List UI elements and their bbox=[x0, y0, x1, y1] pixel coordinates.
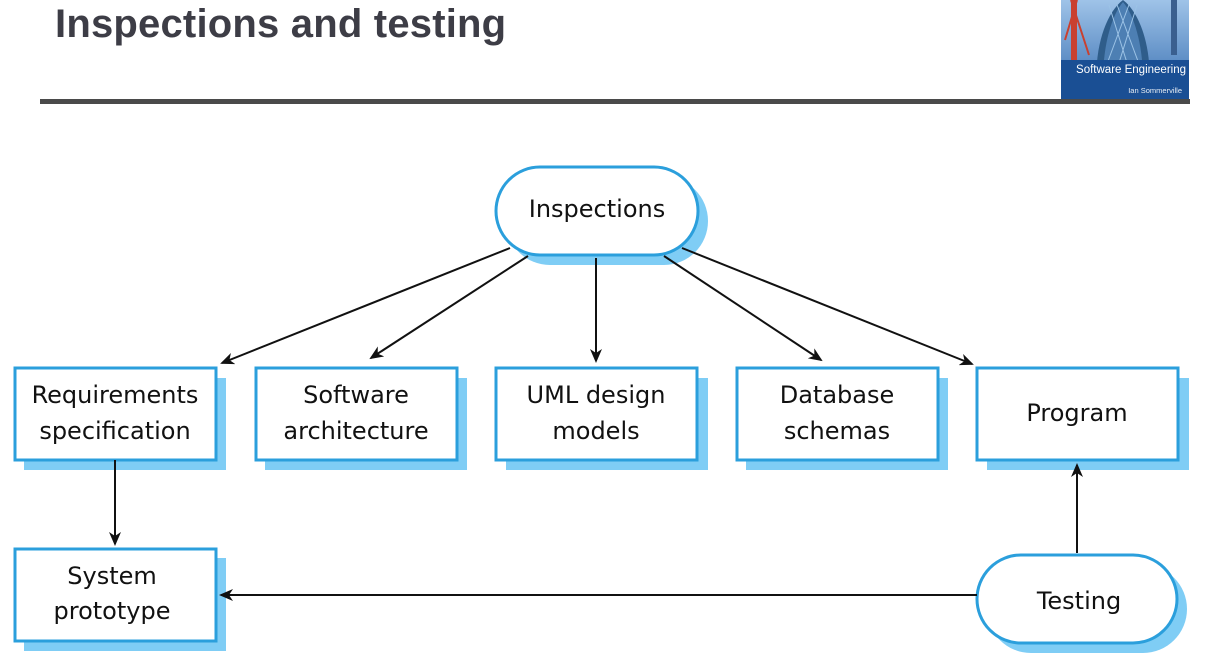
architecture-label-line2: architecture bbox=[283, 417, 428, 445]
arrow-inspections-to-architecture bbox=[369, 255, 529, 360]
book-title: Software Engineering bbox=[1076, 64, 1186, 76]
program-node: Program bbox=[975, 366, 1189, 470]
testing-label: Testing bbox=[1036, 587, 1121, 615]
arrow-inspections-to-requirements bbox=[220, 247, 511, 365]
inspections-label: Inspections bbox=[529, 195, 665, 223]
database-label-line2: schemas bbox=[784, 417, 890, 445]
book-author: Ian Sommerville bbox=[1128, 86, 1182, 95]
book-cover-image bbox=[1061, 0, 1189, 100]
program-label: Program bbox=[1026, 399, 1127, 427]
uml-design-models-node: UML design models bbox=[494, 366, 708, 470]
requirements-label-line2: specification bbox=[39, 417, 190, 445]
uml-label-line1: UML design bbox=[527, 381, 666, 409]
inspections-node: Inspections bbox=[494, 165, 708, 265]
uml-label-line2: models bbox=[552, 417, 639, 445]
system-prototype-node: System prototype bbox=[13, 547, 226, 651]
arrow-inspections-to-program bbox=[681, 247, 974, 366]
requirements-label-line1: Requirements bbox=[32, 381, 199, 409]
architecture-label-line1: Software bbox=[303, 381, 409, 409]
title-divider bbox=[40, 99, 1190, 104]
prototype-label-line1: System bbox=[67, 562, 157, 590]
software-architecture-node: Software architecture bbox=[254, 366, 467, 470]
prototype-label-line2: prototype bbox=[54, 597, 171, 625]
arrow-inspections-to-database bbox=[663, 255, 823, 362]
database-label-line1: Database bbox=[780, 381, 895, 409]
database-schemas-node: Database schemas bbox=[735, 366, 948, 470]
slide-title: Inspections and testing bbox=[55, 2, 507, 46]
requirements-specification-node: Requirements specification bbox=[13, 366, 226, 470]
testing-node: Testing bbox=[975, 553, 1187, 653]
